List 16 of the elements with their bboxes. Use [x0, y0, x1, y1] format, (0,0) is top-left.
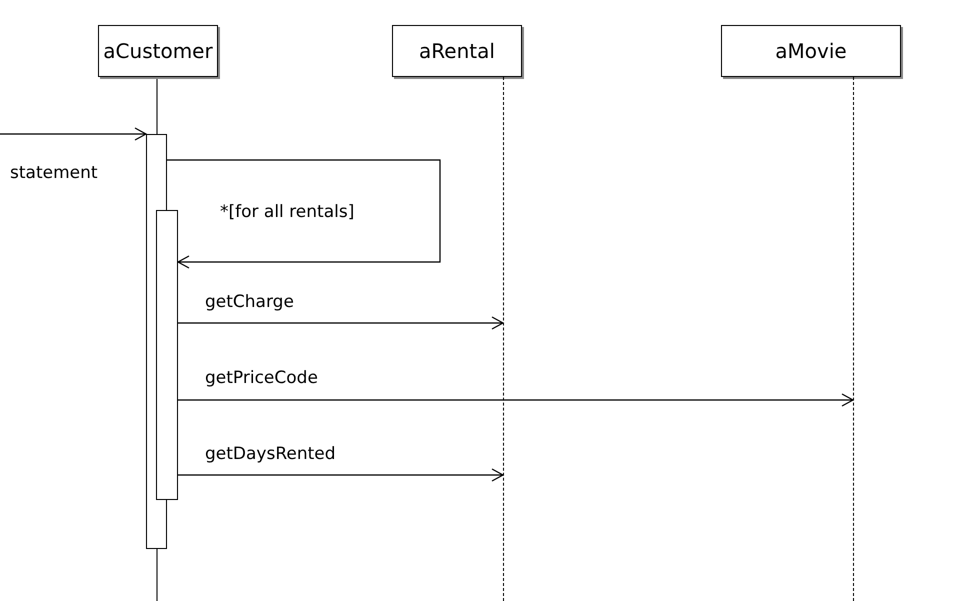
message-arrow: [167, 159, 441, 269]
participant-name: aMovie: [775, 39, 847, 63]
participant-box: [721, 25, 901, 77]
lifeline: [853, 77, 855, 601]
message-arrow: [0, 127, 147, 141]
message-arrow: [178, 393, 854, 407]
edge-label: getCharge: [203, 292, 296, 312]
activation-bar: [156, 210, 178, 500]
participant-box: [392, 25, 522, 77]
participant-name: aCustomer: [103, 39, 213, 63]
lifeline: [503, 77, 505, 601]
message-arrow: [178, 468, 504, 482]
edge-label: getPriceCode: [203, 368, 320, 388]
message-arrow: [178, 316, 504, 330]
participant-box: [98, 25, 218, 77]
participant-name: aRental: [419, 39, 495, 63]
